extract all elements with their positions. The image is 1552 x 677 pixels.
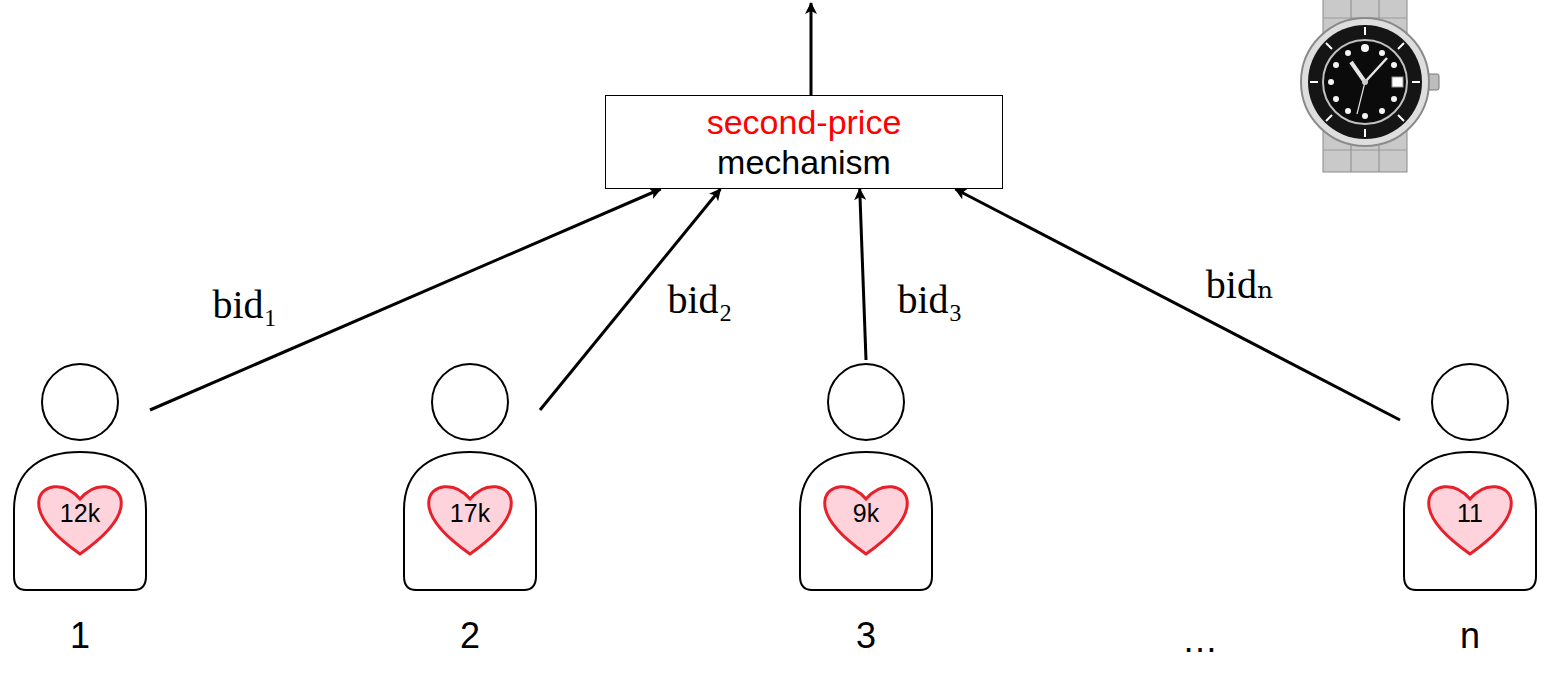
person-body (800, 452, 932, 590)
person-body (1404, 452, 1536, 590)
bidder-node: n 11 (1400, 360, 1540, 670)
mechanism-title: second-price (707, 102, 902, 142)
bid-label: bid₁ (208, 282, 281, 328)
mechanism-text: mechanism (717, 142, 891, 182)
heart-outline (825, 487, 908, 554)
value-heart: 11 (1424, 480, 1516, 558)
bid-arrow (150, 189, 661, 410)
heart-outline (39, 487, 122, 554)
person-head (432, 364, 508, 440)
person-head (42, 364, 118, 440)
heart-outline (429, 487, 512, 554)
ellipsis-label: … (1178, 618, 1222, 662)
bidder-number: n (1400, 614, 1540, 658)
person-body (404, 452, 536, 590)
bidder-node: 1 12k (10, 360, 150, 670)
heart-outline (1429, 487, 1512, 554)
bidder-number: 1 (10, 614, 150, 658)
mechanism-box: second-pricemechanism (605, 95, 1003, 189)
output-arrow (810, 3, 813, 95)
private-value: 9k (853, 499, 879, 528)
bid-arrow (860, 189, 866, 360)
bidder-node: 2 17k (400, 360, 540, 670)
value-heart: 17k (424, 480, 516, 558)
bid-arrow (955, 189, 1400, 420)
person-head (828, 364, 904, 440)
watch-illustration (1301, 0, 1439, 172)
private-value: 11 (1457, 499, 1483, 528)
private-value: 12k (60, 499, 100, 528)
bidder-number: 3 (796, 614, 936, 658)
value-heart: 12k (34, 480, 126, 558)
person-body (14, 452, 146, 590)
bid-label: bid₂ (663, 277, 736, 323)
person-figure (10, 360, 150, 592)
person-figure (1400, 360, 1540, 592)
private-value: 17k (450, 499, 490, 528)
person-figure (400, 360, 540, 592)
person-figure (796, 360, 936, 592)
value-heart: 9k (820, 480, 912, 558)
bidder-node: 3 9k (796, 360, 936, 670)
bid-label: bid₃ (893, 277, 966, 323)
bidder-number: 2 (400, 614, 540, 658)
person-head (1432, 364, 1508, 440)
bid-label: bidₙ (1202, 262, 1278, 308)
